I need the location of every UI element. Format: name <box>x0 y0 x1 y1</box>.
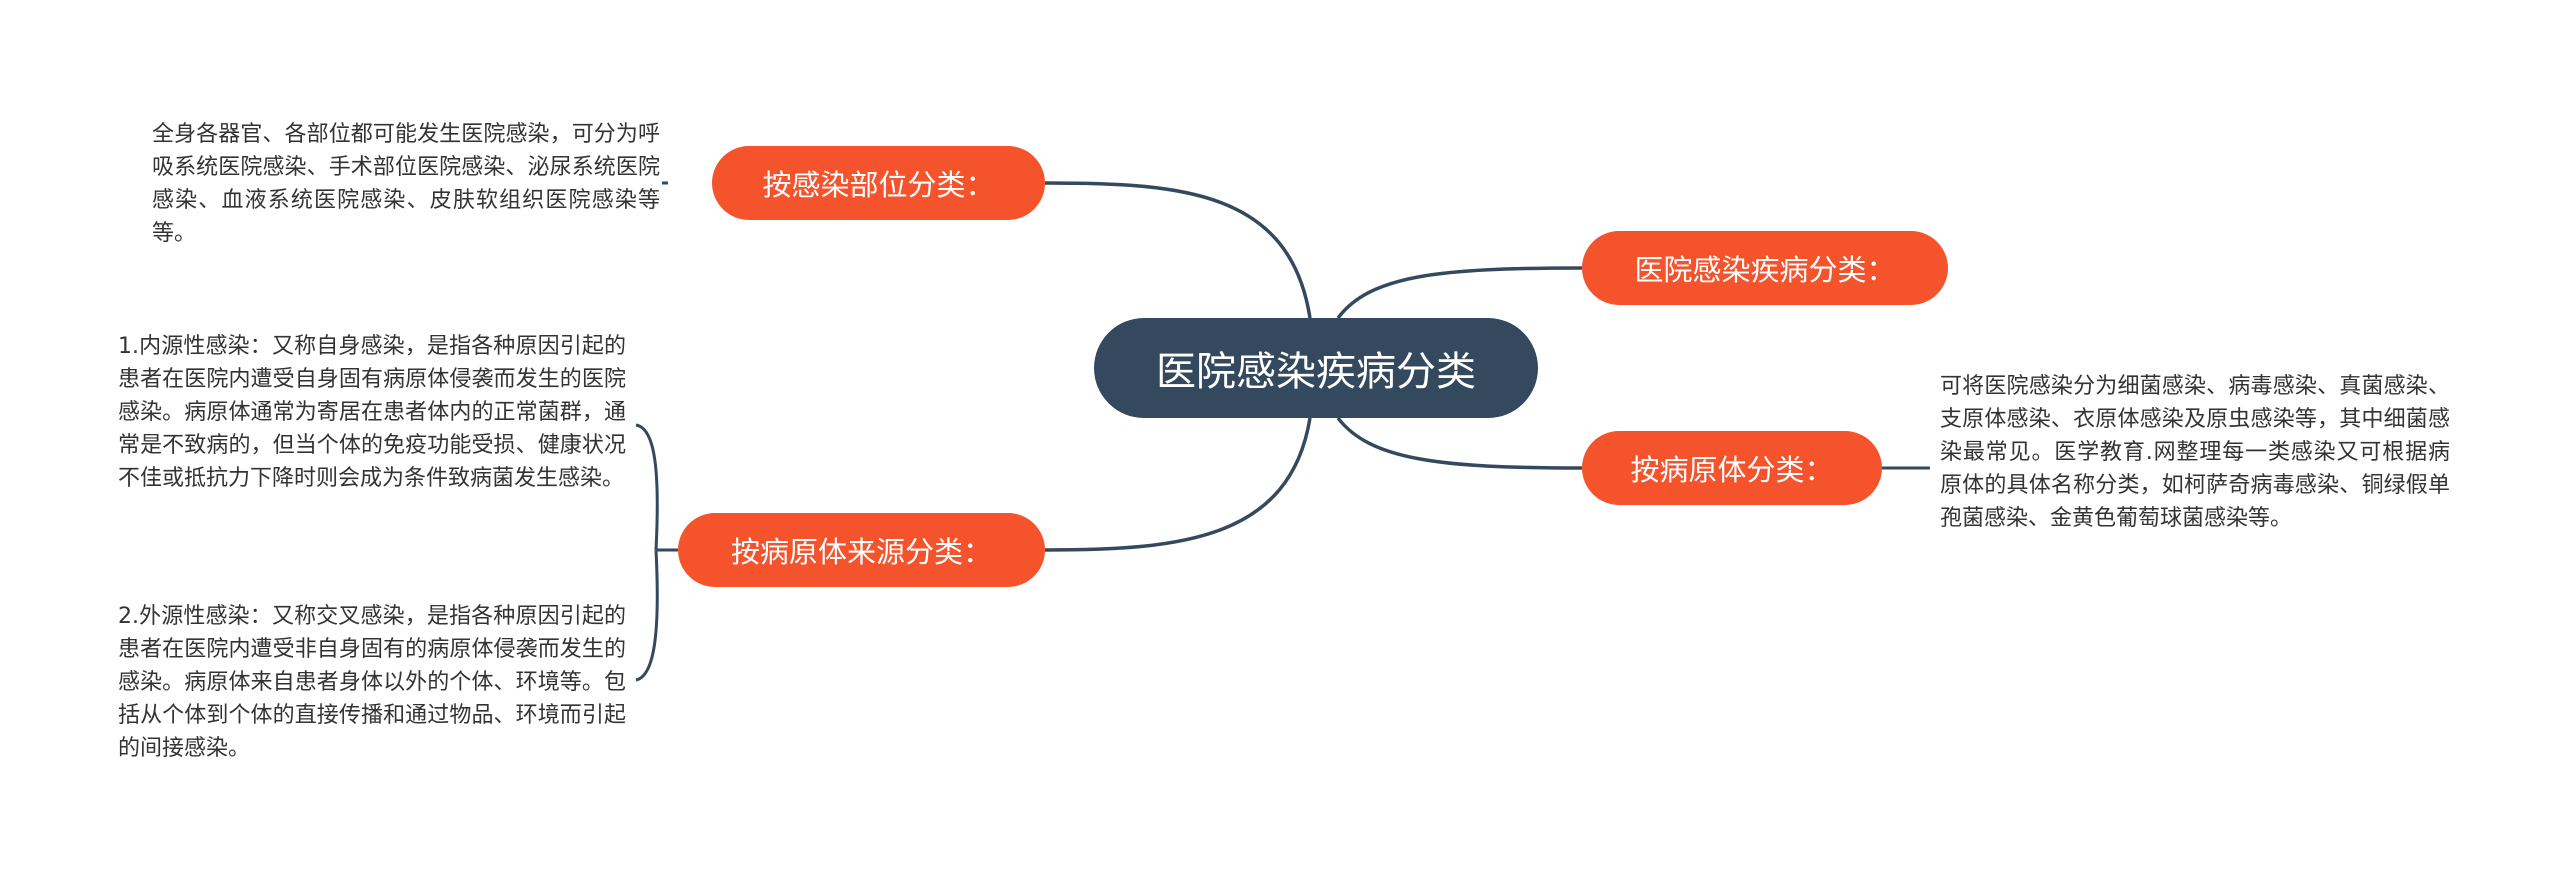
branch-by-pathogen-label: 按病原体分类： <box>1630 453 1834 487</box>
connector-central-to-source <box>1044 417 1312 552</box>
connector-source-bracket <box>635 423 678 682</box>
branch-by-location[interactable]: 按感染部位分类： <box>712 146 1045 220</box>
branch-by-pathogen-source[interactable]: 按病原体来源分类： <box>678 513 1045 587</box>
connector-central-to-pathogen <box>1336 416 1583 470</box>
central-topic[interactable]: 医院感染疾病分类 <box>1094 318 1538 418</box>
note-pathogen: 可将医院感染分为细菌感染、病毒感染、真菌感染、支原体感染、衣原体感染及原虫感染等… <box>1940 374 2450 531</box>
connector-central-to-location <box>1044 181 1312 319</box>
note-endogenous: 1.内源性感染：又称自身感染，是指各种原因引起的患者在医院内遭受自身固有病原体侵… <box>118 334 626 491</box>
branch-disease-classification[interactable]: 医院感染疾病分类： <box>1582 231 1948 305</box>
connector-central-to-disease <box>1336 266 1583 320</box>
central-topic-label: 医院感染疾病分类 <box>1156 349 1476 395</box>
note-location: 全身各器官、各部位都可能发生医院感染，可分为呼吸系统医院感染、手术部位医院感染、… <box>152 122 660 246</box>
note-exogenous: 2.外源性感染：又称交叉感染，是指各种原因引起的患者在医院内遭受非自身固有的病原… <box>118 604 626 761</box>
branch-disease-classification-label: 医院感染疾病分类： <box>1634 253 1896 287</box>
branch-by-pathogen[interactable]: 按病原体分类： <box>1582 431 1882 505</box>
branch-by-location-label: 按感染部位分类： <box>762 168 995 202</box>
branch-by-pathogen-source-label: 按病原体来源分类： <box>730 535 992 569</box>
